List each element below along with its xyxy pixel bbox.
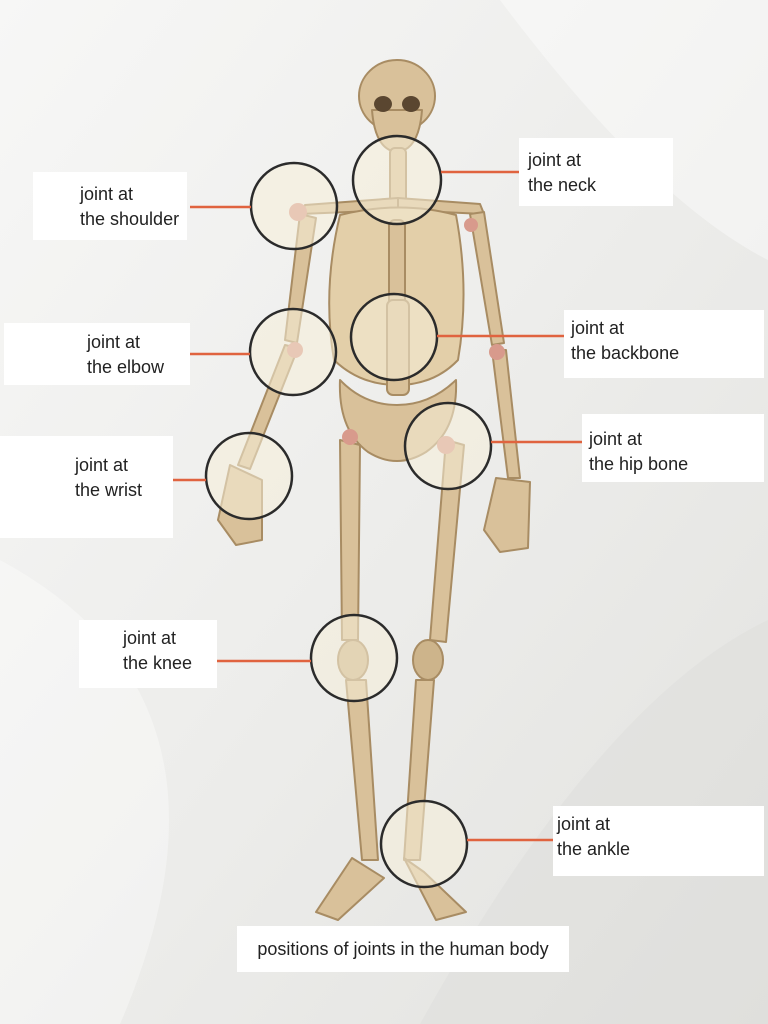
right-humerus (469, 211, 505, 346)
right-kneecap (412, 639, 444, 681)
label-elbow-line2: the elbow (87, 357, 165, 377)
label-elbow-line1: joint at (87, 332, 141, 352)
left-foot (315, 857, 385, 921)
label-ankle-line2: the ankle (557, 839, 631, 859)
label-knee-line2: the knee (123, 653, 193, 673)
label-backbone-line1: joint at (571, 318, 625, 338)
label-ankle-line1: joint at (557, 814, 611, 834)
label-knee-line1: joint at (123, 628, 177, 648)
loupe-neck (351, 134, 443, 226)
right-hand (483, 477, 531, 553)
label-neck-line1: joint at (528, 150, 582, 170)
right-forearm (491, 349, 521, 479)
left-femur (339, 439, 361, 641)
label-backbone-line2: the backbone (571, 343, 680, 363)
label-knee: joint at the knee (79, 620, 217, 688)
label-shoulder: joint at the shoulder (33, 172, 187, 240)
loupe-shoulder (249, 161, 339, 251)
label-neck-line2: the neck (528, 175, 597, 195)
label-shoulder-line2: the shoulder (80, 209, 180, 229)
label-backbone: joint at the backbone (564, 310, 764, 378)
label-hip-line1: joint at (589, 429, 643, 449)
label-hip: joint at the hip bone (582, 414, 764, 482)
label-neck: joint at the neck (519, 138, 673, 206)
label-wrist: joint at the wrist (0, 436, 173, 538)
loupe-elbow (248, 307, 338, 397)
loupe-hip (403, 401, 493, 491)
label-hip-line2: the hip bone (589, 454, 689, 474)
label-shoulder-line1: joint at (80, 184, 134, 204)
loupe-backbone (349, 292, 439, 382)
diagram-caption: positions of joints in the human body (237, 926, 569, 972)
loupe-knee (309, 613, 399, 703)
label-wrist-line1: joint at (75, 455, 129, 475)
label-ankle: joint at the ankle (553, 806, 764, 876)
label-wrist-line2: the wrist (75, 480, 143, 500)
left-tibia (345, 679, 379, 861)
loupe-ankle (379, 799, 469, 889)
label-elbow: joint at the elbow (4, 323, 190, 385)
loupe-wrist (204, 431, 294, 521)
